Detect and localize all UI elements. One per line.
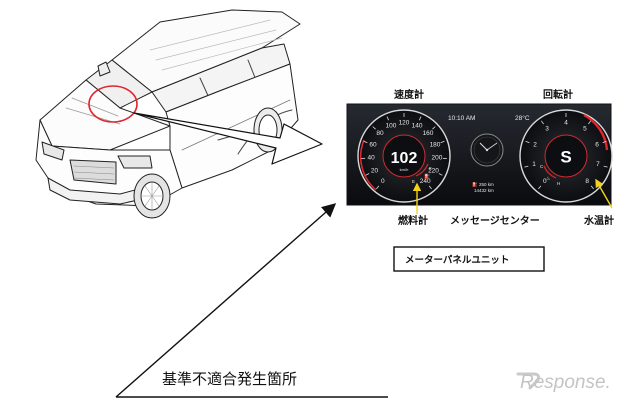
speed-tick-tick-mark — [376, 185, 380, 190]
fuel-mark-empty: E — [412, 179, 415, 184]
rpm-tick-tick-mark — [525, 140, 530, 144]
label-meter-panel-unit: メーターパネルユニット — [405, 254, 509, 266]
speed-tick-120: 120 — [399, 120, 410, 127]
speed-unit: km/h — [400, 167, 409, 172]
speed-tick-tick-mark — [440, 140, 445, 144]
rpm-tick-6: 6 — [595, 141, 599, 148]
fuel-pump-icon: ⛽ — [424, 173, 430, 180]
rpm-tick-tick-mark — [588, 120, 592, 125]
rpm-tick-tick-mark — [538, 185, 542, 190]
speed-tick-140: 140 — [412, 122, 423, 129]
suv-line-drawing — [35, 9, 301, 219]
rpm-tick-3: 3 — [545, 126, 549, 133]
speed-tick-tick-mark — [438, 173, 443, 176]
analog-clock — [470, 133, 504, 167]
odometer-readout: 14432 km — [474, 188, 494, 193]
tachometer-tick-labels: 0 1 2 3 4 5 6 7 8 — [524, 113, 608, 190]
rpm-tick-7: 7 — [596, 161, 600, 168]
label-temp-gauge: 水温計 — [583, 214, 614, 227]
coolant-temp-icon: ♨ — [546, 176, 550, 182]
pointer-arrow — [133, 112, 323, 165]
speed-tick-40: 40 — [367, 155, 375, 162]
speed-tick-20: 20 — [371, 168, 379, 175]
speed-readout: 102 — [391, 150, 418, 167]
watermark-logo: Response. — [520, 372, 611, 393]
response-watermark: Response. — [516, 372, 611, 393]
speed-tick-tick-mark — [432, 126, 436, 130]
rpm-tick-tick-mark — [603, 165, 608, 168]
range-icon: ⛽ — [472, 181, 478, 188]
rpm-tick-8: 8 — [585, 178, 589, 185]
speed-tick-tick-mark — [419, 116, 422, 121]
speed-tick-tick-mark — [428, 185, 432, 190]
speed-tick-240: 240 — [420, 178, 431, 185]
temp-mark-cold: C — [540, 164, 544, 169]
temp-mark-hot: H — [557, 181, 560, 186]
defect-highlight-circle — [88, 85, 138, 123]
rpm-tick-2: 2 — [533, 141, 537, 148]
speed-tick-tick-mark — [365, 173, 370, 176]
range-readout: 250 km — [479, 182, 494, 187]
speed-tick-60: 60 — [369, 141, 377, 148]
label-speedometer: 速度計 — [394, 88, 424, 101]
rpm-tick-0: 0 — [543, 178, 547, 185]
rpm-tick-tick-mark — [602, 140, 607, 144]
rpm-tick-tick-mark — [540, 120, 544, 125]
gear-indicator: S — [560, 147, 571, 166]
rpm-tick-4: 4 — [564, 120, 568, 127]
label-defect-location: 基準不適合発生箇所 — [162, 370, 297, 388]
rpm-tick-5: 5 — [583, 126, 587, 133]
speed-tick-220: 220 — [428, 168, 439, 175]
fuel-mark-full: F — [429, 166, 432, 171]
label-fuel-gauge: 燃料計 — [398, 214, 428, 227]
label-tachometer: 回転計 — [543, 88, 573, 101]
outside-temp-readout: 28°C — [515, 114, 530, 122]
speed-tick-tick-mark — [372, 126, 376, 130]
rpm-tick-tick-mark — [524, 165, 529, 168]
speed-tick-80: 80 — [376, 130, 384, 137]
tachometer-dial: 0 1 2 3 4 5 6 7 8 S C H ♨ — [519, 109, 613, 203]
speed-tick-tick-mark — [386, 116, 389, 121]
leader-line-diagonal — [115, 203, 337, 398]
speed-tick-200: 200 — [431, 155, 442, 162]
temp-gauge-pointer — [595, 178, 613, 209]
meter-panel-unit-box — [393, 246, 545, 272]
speed-tick-0: 0 — [381, 178, 385, 185]
label-message-center: メッセージセンター — [450, 215, 540, 227]
rpm-tick-1: 1 — [532, 161, 536, 168]
speed-tick-tick-mark — [363, 140, 368, 144]
speed-tick-160: 160 — [423, 130, 434, 137]
speed-tick-100: 100 — [385, 122, 396, 129]
clock-readout: 10:10 AM — [448, 115, 475, 122]
rpm-tick-tick-mark — [590, 185, 594, 190]
speed-tick-180: 180 — [430, 141, 441, 148]
